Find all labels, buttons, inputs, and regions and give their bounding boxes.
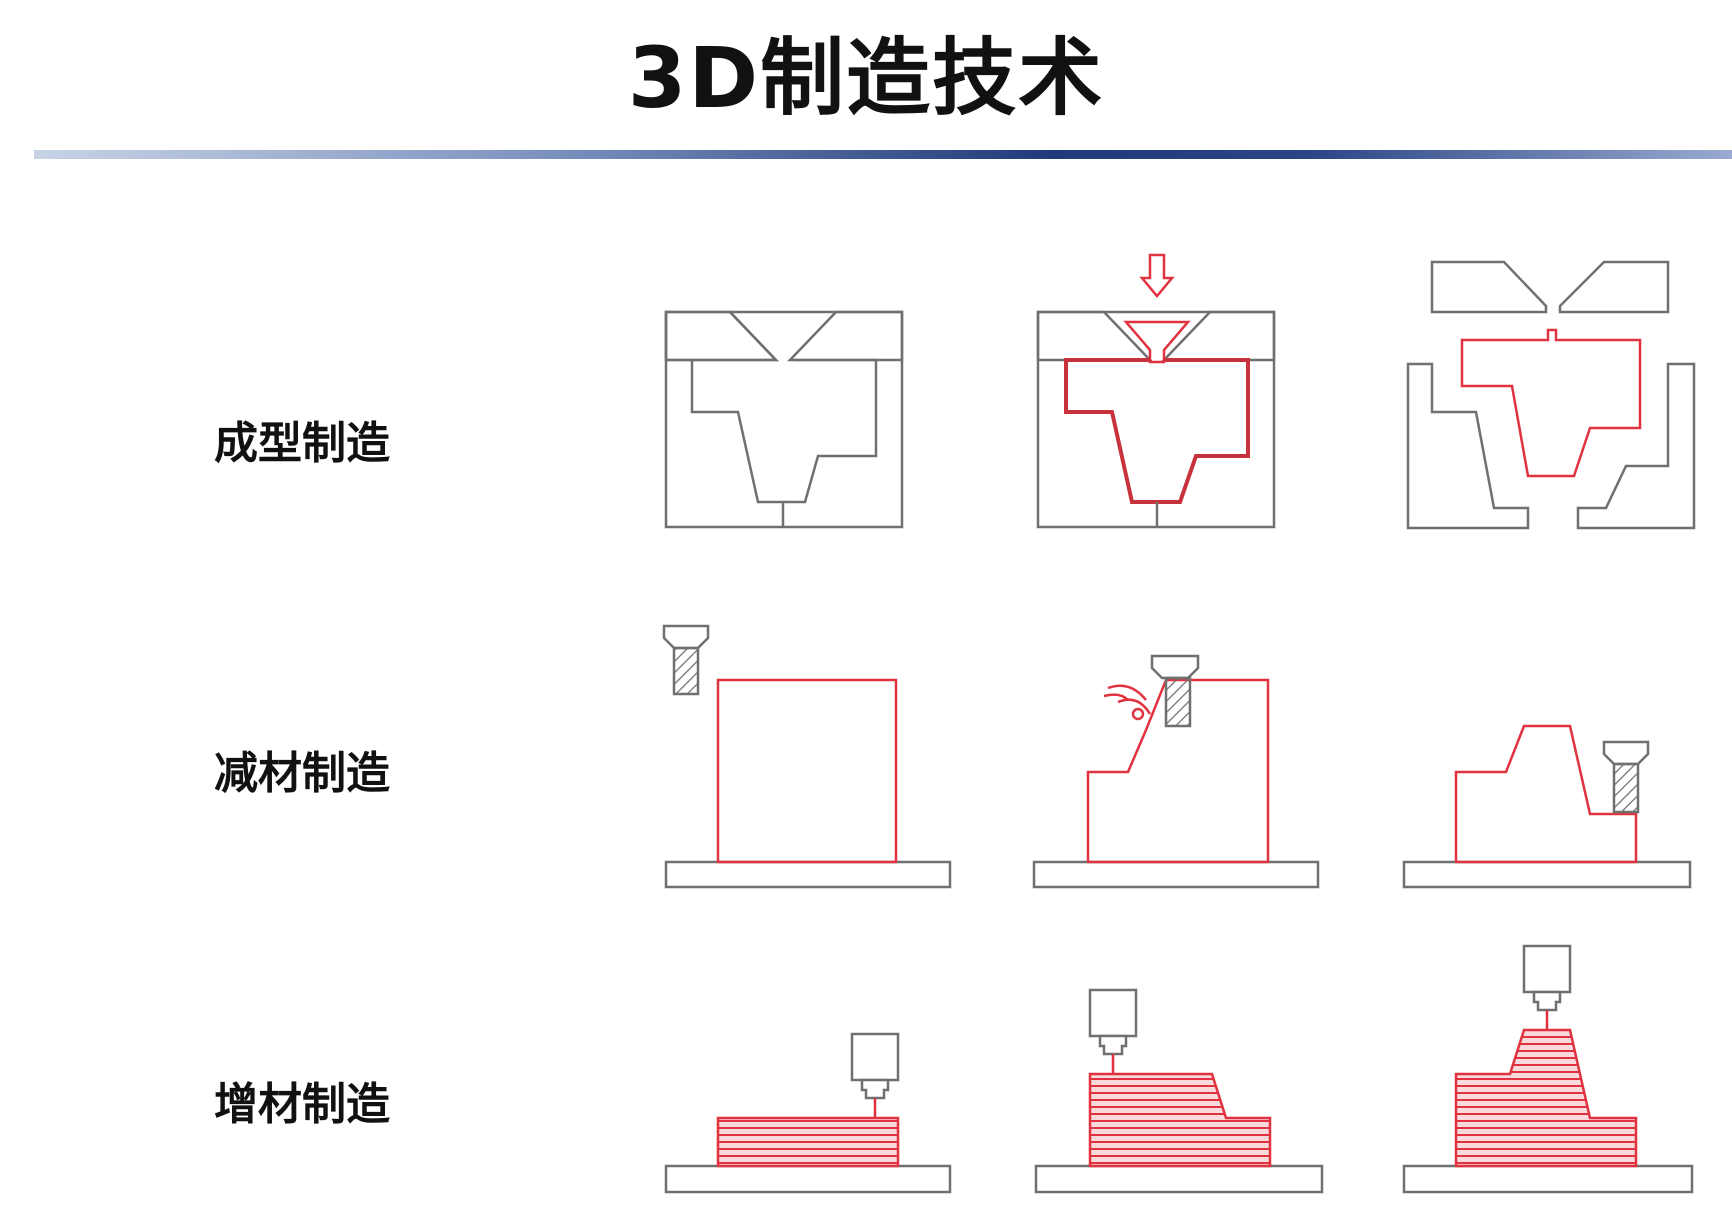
- forming-mold-empty: [664, 310, 904, 529]
- forming-mold-filling: [1036, 253, 1276, 529]
- page-title: 3D制造技术: [627, 29, 1105, 127]
- additive-stage-3: [1402, 944, 1694, 1194]
- forming-mold-opened: [1406, 260, 1696, 530]
- row-label-additive: 增材制造: [214, 1079, 390, 1130]
- row-label-subtractive: 减材制造: [214, 748, 390, 799]
- subtractive-stage-1: [662, 624, 952, 889]
- additive-stage-2: [1034, 988, 1324, 1194]
- title-divider: [34, 150, 1732, 159]
- additive-stage-1: [664, 1032, 952, 1194]
- row-label-forming: 成型制造: [214, 418, 390, 469]
- subtractive-stage-3: [1402, 724, 1692, 889]
- subtractive-stage-2: [1032, 654, 1320, 889]
